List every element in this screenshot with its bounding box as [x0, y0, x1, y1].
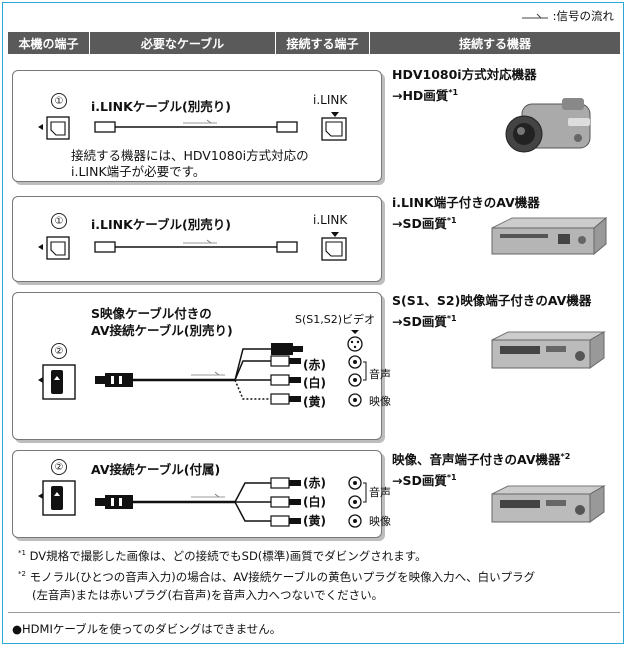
row2-cable-label: i.LINKケーブル(別売り) [91, 217, 231, 232]
row3-video-label: 映像 [369, 395, 391, 408]
signal-flow-legend: :信号の流れ [521, 8, 614, 24]
header-connect-device: 接続する機器 [370, 32, 620, 54]
row4-number: ② [51, 459, 67, 475]
row3-yellow-label: (黄) [303, 395, 326, 409]
row3-number: ② [51, 343, 67, 359]
row3-white-label: (白) [303, 376, 326, 390]
row4-red-label: (赤) [303, 476, 326, 490]
row1-note-line2: i.LINK端子が必要です。 [71, 164, 206, 179]
row1-terminal-label: i.LINK [313, 93, 348, 107]
row3-panel: S映像ケーブル付きの AV接続ケーブル(別売り) S(S1,S2)ビデオ ② (… [12, 292, 391, 440]
row3-cable-line2: AV接続ケーブル(別売り) [91, 323, 233, 338]
ilink-cable-graphic [94, 119, 298, 133]
row4-video-label: 映像 [369, 515, 391, 528]
av-cable-graphic [95, 476, 367, 528]
row4-white-label: (白) [303, 495, 326, 509]
row1-number: ① [51, 93, 67, 109]
header-unit-terminal: 本機の端子 [8, 32, 90, 54]
row2-device-line2: →SD画質*1 [392, 216, 457, 232]
ilink-port-icon [38, 116, 70, 140]
row2-device-title: i.LINK端子付きのAV機器 →SD画質*1 [392, 194, 540, 233]
row2-device-ilink-port-icon [321, 232, 347, 261]
row3-device-line2: →SD画質*1 [392, 314, 457, 330]
row3-device-line1: S(S1、S2)映像端子付きのAV機器 [392, 293, 592, 308]
table-header: 本機の端子 必要なケーブル 接続する端子 接続する機器 [8, 32, 620, 54]
row4-device-title: 映像、音声端子付きのAV機器*2 →SD画質*1 [392, 448, 570, 490]
row1-device-ilink-port-icon [321, 112, 347, 141]
signal-arrow-icon [521, 13, 548, 19]
row1-device-line1: HDV1080i方式対応機器 [392, 67, 537, 82]
row2-number: ① [51, 213, 67, 229]
row2-device-line1: i.LINK端子付きのAV機器 [392, 195, 540, 210]
row4-audio-label: 音声 [369, 486, 391, 499]
av-remote-port-icon [38, 364, 76, 400]
row2-terminal-label: i.LINK [313, 213, 348, 227]
vcr-image-2 [491, 485, 606, 523]
row4-cable-label: AV接続ケーブル(付属) [91, 462, 221, 477]
ilink-port-icon-2 [38, 236, 70, 260]
hd-camcorder-image [505, 98, 591, 153]
divider [8, 612, 620, 613]
row3-cable-line1: S映像ケーブル付きの [91, 306, 212, 321]
header-connect-terminal: 接続する端子 [276, 32, 370, 54]
av-cable-svideo-graphic [95, 330, 367, 407]
row3-terminal-label: S(S1,S2)ビデオ [295, 313, 376, 326]
row1-cable-label: i.LINKケーブル(別売り) [91, 99, 231, 114]
ilink-cable-graphic-2 [94, 239, 298, 253]
row3-red-label: (赤) [303, 358, 326, 372]
hdmi-note: ●HDMIケーブルを使ってのダビングはできません。 [12, 622, 282, 636]
row2-panel: ① i.LINKケーブル(別売り) i.LINK [12, 196, 382, 282]
row1-device-line2: →HD画質*1 [392, 88, 459, 104]
legend-label: :信号の流れ [552, 9, 614, 23]
footnotes: *1 DV規格で撮影した画像は、どの接続でもSD(標準)画質でダビングされます。… [18, 544, 535, 604]
row1-device-title: HDV1080i方式対応機器 →HD画質*1 [392, 66, 537, 105]
footnote-2-line1: *2 モノラル(ひとつの音声入力)の場合は、AV接続ケーブルの黄色いプラグを映像… [18, 569, 536, 584]
row3-audio-label: 音声 [369, 368, 391, 381]
row4-device-line1: 映像、音声端子付きのAV機器*2 [392, 452, 571, 468]
av-remote-port-icon-2 [38, 480, 76, 516]
row1-panel: ① i.LINKケーブル(別売り) i.LINK 接続する機器には、HDV108… [12, 70, 382, 182]
row4-panel: AV接続ケーブル(付属) ② (赤) (白) (黄) 音声 映像 [12, 450, 391, 538]
row4-device-line2: →SD画質*1 [392, 473, 457, 489]
row4-yellow-label: (黄) [303, 514, 326, 528]
dvd-recorder-image [491, 216, 608, 256]
footnote-1: *1 DV規格で撮影した画像は、どの接続でもSD(標準)画質でダビングされます。 [18, 548, 427, 563]
row3-device-title: S(S1、S2)映像端子付きのAV機器 →SD画質*1 [392, 292, 591, 331]
vcr-image [491, 331, 606, 369]
header-required-cable: 必要なケーブル [90, 32, 276, 54]
footnote-2-line2: (左音声)または赤いプラグ(右音声)を音声入力へつないでください。 [32, 587, 384, 602]
row1-note-line1: 接続する機器には、HDV1080i方式対応の [71, 148, 309, 163]
